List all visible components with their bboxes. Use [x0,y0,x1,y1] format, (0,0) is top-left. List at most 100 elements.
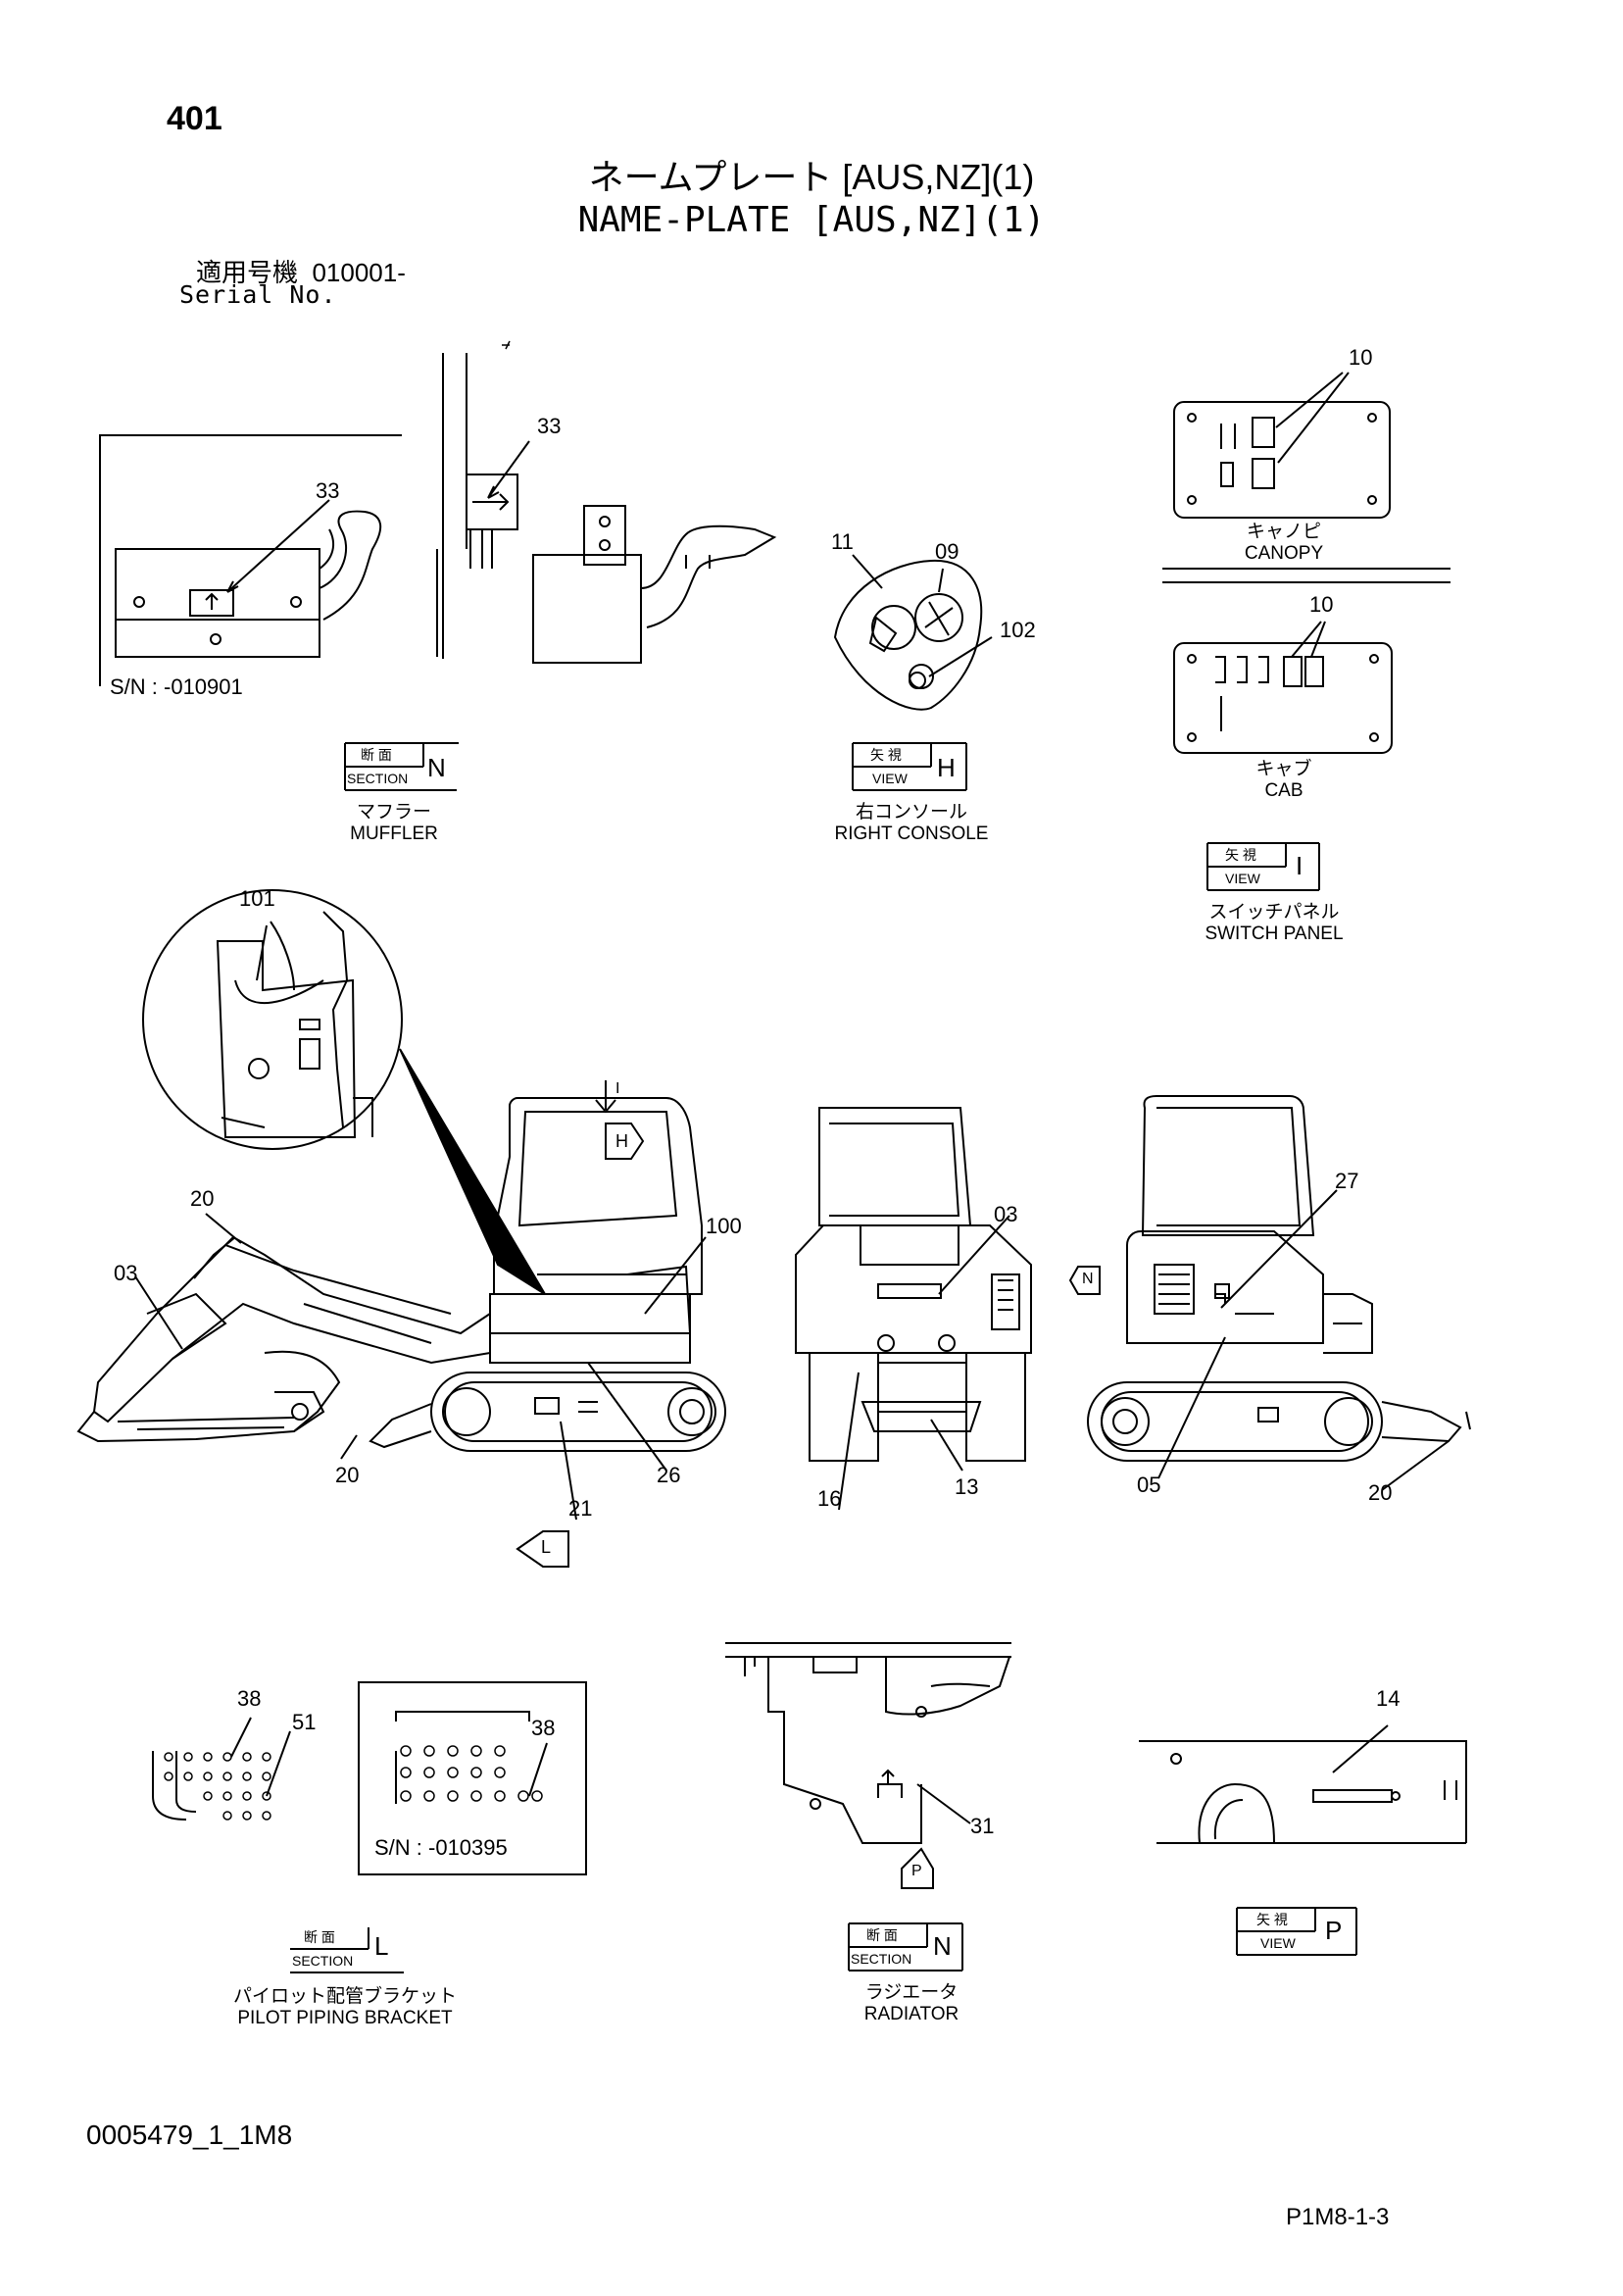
serial-label-jp: 適用号機 [196,258,299,287]
callout-33-left: 33 [316,478,340,503]
radiator-kanji: 断 面 [866,1927,898,1943]
callout-102: 102 [1000,618,1036,642]
callout-33-top: 33 [537,414,562,438]
muffler-kanji: 断 面 [361,747,392,763]
callout-03-arm: 03 [114,1261,138,1285]
excavator-right-view [1068,1095,1471,1491]
callout-10-canopy: 10 [1349,345,1373,370]
cab-caption: キャブ CAB [1156,759,1411,802]
radiator-section-letter: N [933,1931,952,1961]
switch-panel-caption: スイッチパネル SWITCH PANEL [1147,902,1402,945]
cab-caption-en: CAB [1264,780,1303,801]
console-view-letter: H [937,753,956,782]
page-title-jp: ネームプレート [AUS,NZ](1) [588,157,1035,197]
arrow-letter-l: L [541,1537,552,1557]
muffler-section-letter: N [427,753,446,782]
muffler-caption: マフラー MUFFLER [267,802,521,845]
muffler-serial-note: S/N : -010901 [110,674,243,699]
radiator-caption-en: RADIATOR [863,2004,959,2024]
callout-20-blade: 20 [1368,1480,1393,1505]
pilot-caption-en: PILOT PIPING BRACKET [237,2008,453,2028]
radiator-caption-jp: ラジエータ [864,1982,959,2003]
page-reference: P1M8-1-3 [1286,2204,1390,2230]
excavator-rear-view [795,1107,1032,1511]
callout-13: 13 [955,1474,979,1499]
canopy-switch-panel [1162,372,1451,583]
arrow-letter-p: P [911,1863,922,1879]
view-p-letter: P [1325,1916,1343,1945]
callout-51: 51 [292,1710,317,1734]
radiator-detail [725,1642,1011,1889]
callout-21: 21 [568,1496,593,1521]
callout-05: 05 [1137,1472,1161,1497]
drawing-code: 0005479_1_1M8 [86,2120,293,2150]
view-box-switch-panel [1206,842,1320,891]
pilot-bracket-right [358,1681,587,1875]
callout-11: 11 [831,529,854,554]
page-title-en: NAME-PLATE [AUS,NZ](1) [577,200,1046,240]
switch-panel-caption-en: SWITCH PANEL [1205,923,1344,944]
cab-interior-detail [142,889,546,1295]
console-caption-en: RIGHT CONSOLE [834,824,989,844]
callout-27: 27 [1335,1169,1359,1193]
view-p-kanji: 矢 視 [1256,1912,1288,1927]
view-box-p [1236,1907,1357,1956]
cab-switch-panel [1173,621,1393,754]
pilot-serial-note: S/N : -010395 [374,1835,508,1860]
callout-03-rear: 03 [994,1202,1018,1226]
callout-31: 31 [970,1814,995,1838]
muffler-section-word: SECTION [347,771,409,786]
section-box-muffler [344,742,459,791]
canopy-caption: キャノピ CANOPY [1156,522,1411,565]
arrow-letter-n: N [1082,1271,1094,1287]
muffler-detail [99,340,777,686]
muffler-caption-en: MUFFLER [350,824,438,844]
callout-20-bucket: 20 [335,1463,360,1487]
right-console-detail [833,554,993,711]
pilot-kanji: 断 面 [304,1929,335,1945]
arrow-letter-h: H [615,1131,628,1151]
switch-view-word: VIEW [1225,871,1260,886]
switch-panel-caption-jp: スイッチパネル [1208,902,1340,923]
radiator-section-word: SECTION [851,1951,912,1967]
serial-label-en: Serial No. [179,280,337,309]
callout-09: 09 [935,539,959,564]
callout-38-left: 38 [237,1686,262,1711]
console-view-word: VIEW [872,771,908,786]
callout-20-boom: 20 [190,1186,215,1211]
console-kanji: 矢 視 [870,747,902,763]
pilot-bracket-left [152,1717,291,1821]
switch-kanji: 矢 視 [1225,847,1256,863]
callout-14: 14 [1376,1686,1401,1711]
view-box-right-console [852,742,967,791]
serial-value: 010001- [312,258,406,287]
pilot-caption-jp: パイロット配管ブラケット [232,1986,457,2007]
console-caption: 右コンソール RIGHT CONSOLE [784,802,1039,845]
page-number: 401 [167,100,222,137]
cab-caption-jp: キャブ [1255,759,1312,779]
view-p-detail [1139,1724,1467,1844]
muffler-caption-jp: マフラー [356,802,431,823]
callout-38-right: 38 [531,1716,556,1740]
pilot-caption: パイロット配管ブラケット PILOT PIPING BRACKET [218,1986,472,2029]
canopy-caption-en: CANOPY [1244,543,1324,564]
serial-label: 適用号機 010001- [196,253,406,289]
pilot-section-word: SECTION [292,1953,354,1969]
pilot-section-letter: L [374,1931,389,1961]
callout-100: 100 [706,1214,742,1238]
view-p-word: VIEW [1260,1935,1296,1951]
callout-10-cab: 10 [1309,592,1334,617]
section-box-pilot [290,1927,404,1973]
switch-view-letter: I [1296,851,1303,880]
excavator-side-view [76,1080,726,1521]
arrow-letter-i: I [615,1080,620,1097]
callout-26: 26 [657,1463,681,1487]
radiator-caption: ラジエータ RADIATOR [784,1982,1039,2025]
section-box-radiator [848,1922,963,1972]
console-caption-jp: 右コンソール [855,802,967,823]
canopy-caption-jp: キャノピ [1246,522,1321,542]
callout-16: 16 [817,1486,842,1511]
view-arrow-l [516,1530,569,1568]
callout-101: 101 [239,886,275,911]
